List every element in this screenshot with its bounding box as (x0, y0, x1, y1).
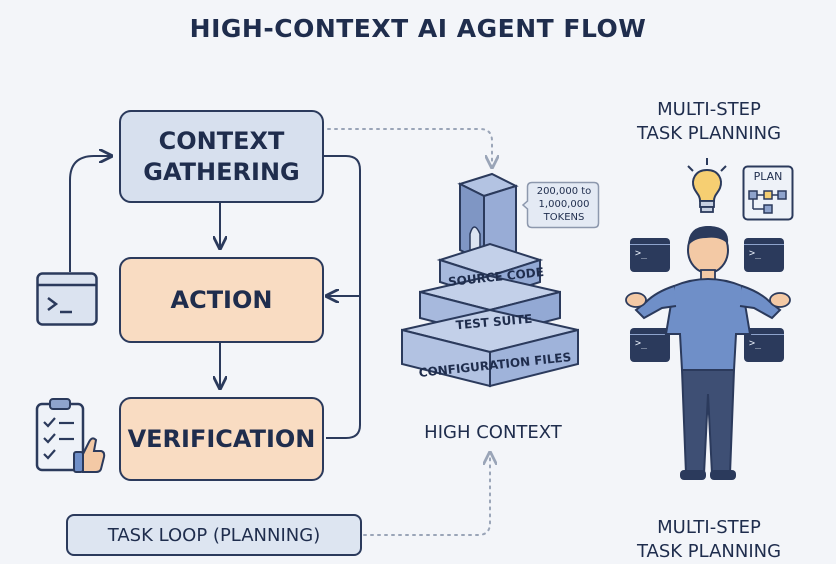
context-stack-graphic (401, 172, 579, 388)
tokens-line-3: TOKENS (543, 212, 585, 223)
person-figure (625, 225, 791, 480)
planning-top-line-2: TASK PLANNING (636, 123, 782, 144)
arrow-loop-left (69, 156, 110, 272)
tokens-callout-bubble (522, 181, 600, 229)
arrow-loop-right (324, 155, 361, 439)
terminal-window-left-bottom: >_ (630, 328, 670, 362)
tokens-line-2: 1,000,000 (538, 199, 590, 210)
tokens-callout-text: 200,000 to 1,000,000 TOKENS (528, 185, 600, 224)
terminal-window-right-top: >_ (744, 238, 784, 272)
planning-top-line-1: MULTI-STEP (657, 99, 761, 120)
plan-card-label: PLAN (753, 170, 783, 183)
dotted-taskloop-to-context (363, 454, 490, 536)
dotted-context-to-stack (327, 128, 492, 166)
verification-label: VERIFICATION (127, 424, 316, 453)
task-loop-box: TASK LOOP (PLANNING) (66, 514, 362, 556)
high-context-label: HIGH CONTEXT (424, 422, 562, 443)
planning-bottom-line-2: TASK PLANNING (636, 541, 782, 562)
checklist-thumbs-up-icon (35, 398, 106, 473)
context-gathering-line-1: CONTEXT (158, 126, 285, 155)
plan-flowchart-icon (742, 165, 794, 221)
terminal-prompt: >_ (635, 338, 648, 349)
terminal-prompt: >_ (635, 248, 648, 259)
tokens-line-1: 200,000 to (536, 186, 592, 197)
planning-bottom-line-1: MULTI-STEP (657, 517, 761, 538)
terminal-icon (36, 272, 98, 326)
planning-bottom-label: MULTI-STEP TASK PLANNING (604, 516, 814, 564)
context-gathering-line-2: GATHERING (143, 157, 300, 186)
diagram-title: HIGH-CONTEXT AI AGENT FLOW (189, 14, 647, 43)
context-gathering-box: CONTEXT GATHERING (119, 110, 324, 203)
lightbulb-icon (687, 158, 727, 213)
terminal-prompt: >_ (749, 248, 762, 259)
terminal-prompt: >_ (749, 338, 762, 349)
action-label: ACTION (170, 285, 273, 314)
planning-top-label: MULTI-STEP TASK PLANNING (604, 98, 814, 146)
task-loop-label: TASK LOOP (PLANNING) (107, 524, 321, 546)
terminal-window-left-top: >_ (630, 238, 670, 272)
verification-box: VERIFICATION (119, 397, 324, 481)
action-box: ACTION (119, 257, 324, 343)
